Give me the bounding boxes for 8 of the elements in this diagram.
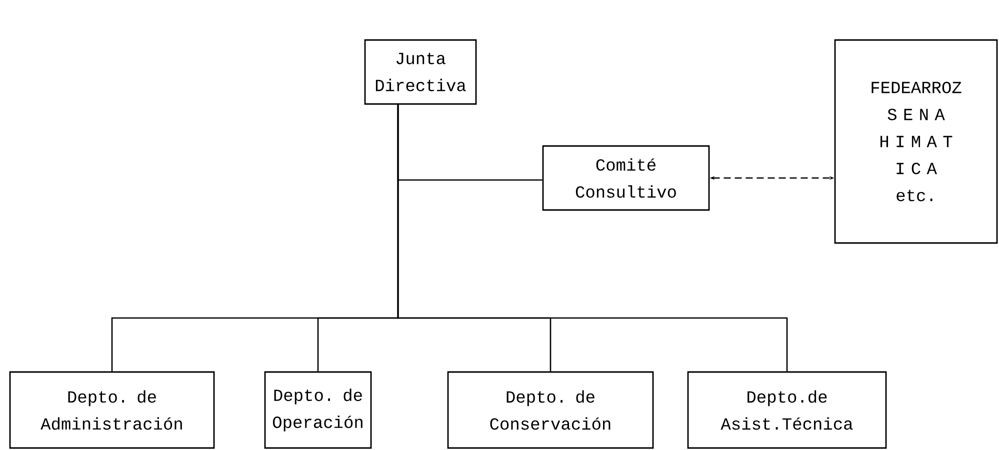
connector-line xyxy=(397,104,788,372)
org-box: Depto. de Conservación xyxy=(447,371,654,449)
org-box: FEDEARROZ S E N A H I M A T I C A etc. xyxy=(834,39,998,244)
org-box: Depto.de Asist.Técnica xyxy=(687,371,887,449)
org-box: Depto. de Operación xyxy=(264,371,372,449)
org-box: Comité Consultivo xyxy=(542,145,710,211)
org-box: Depto. de Administración xyxy=(9,371,215,449)
org-box: Junta Directiva xyxy=(364,39,477,105)
